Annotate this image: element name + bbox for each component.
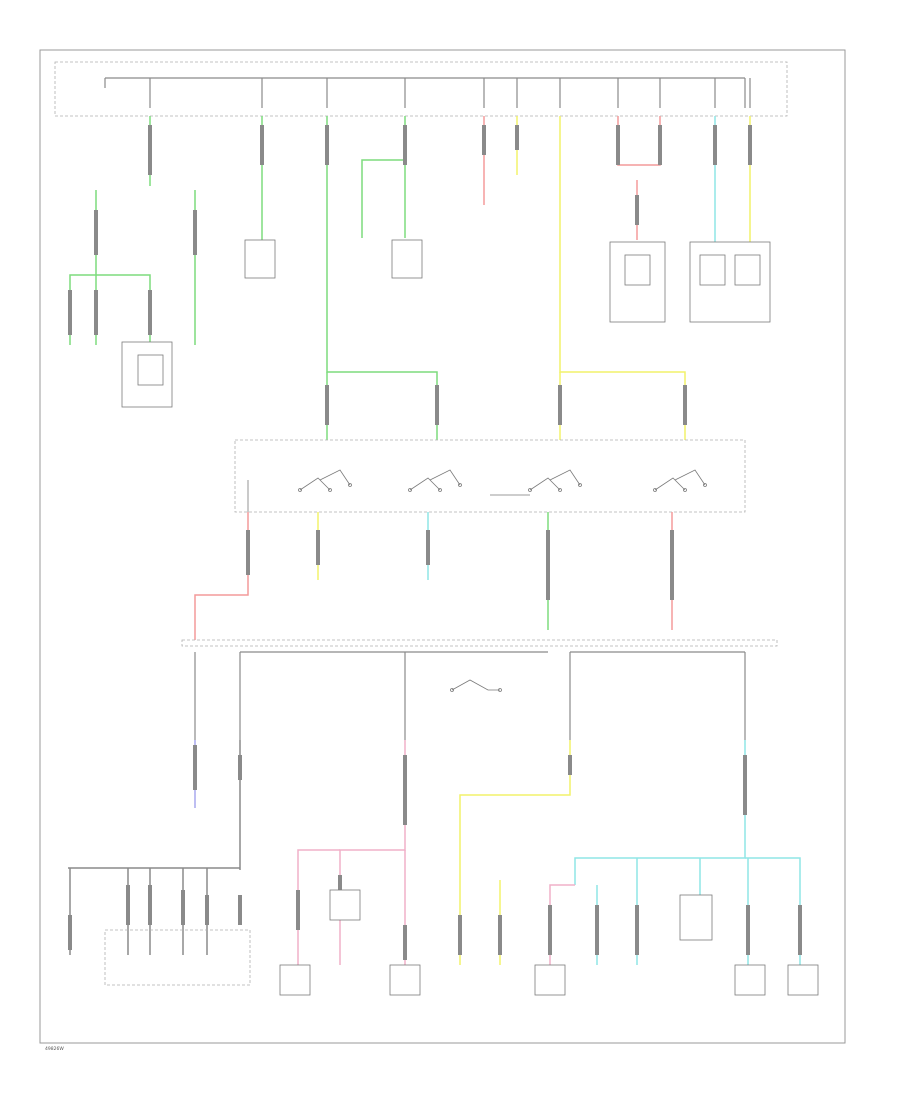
ignition-switch-box (234, 439, 746, 513)
relay-symbol (450, 679, 502, 692)
connectors-lower (68, 745, 802, 960)
lower-fuses (194, 652, 746, 740)
page-code: 49826W (45, 1046, 64, 1052)
diagram-frame (39, 49, 846, 1044)
top-fuse-box (54, 61, 788, 117)
components-lower (104, 889, 819, 996)
components-top (121, 239, 771, 408)
ignition-switch-contacts (247, 469, 707, 512)
top-fuses (149, 78, 751, 108)
connectors-top (68, 125, 752, 425)
wires-middle-section (194, 512, 673, 640)
connectors-middle (246, 530, 674, 600)
lower-fuse-panel (181, 639, 778, 647)
